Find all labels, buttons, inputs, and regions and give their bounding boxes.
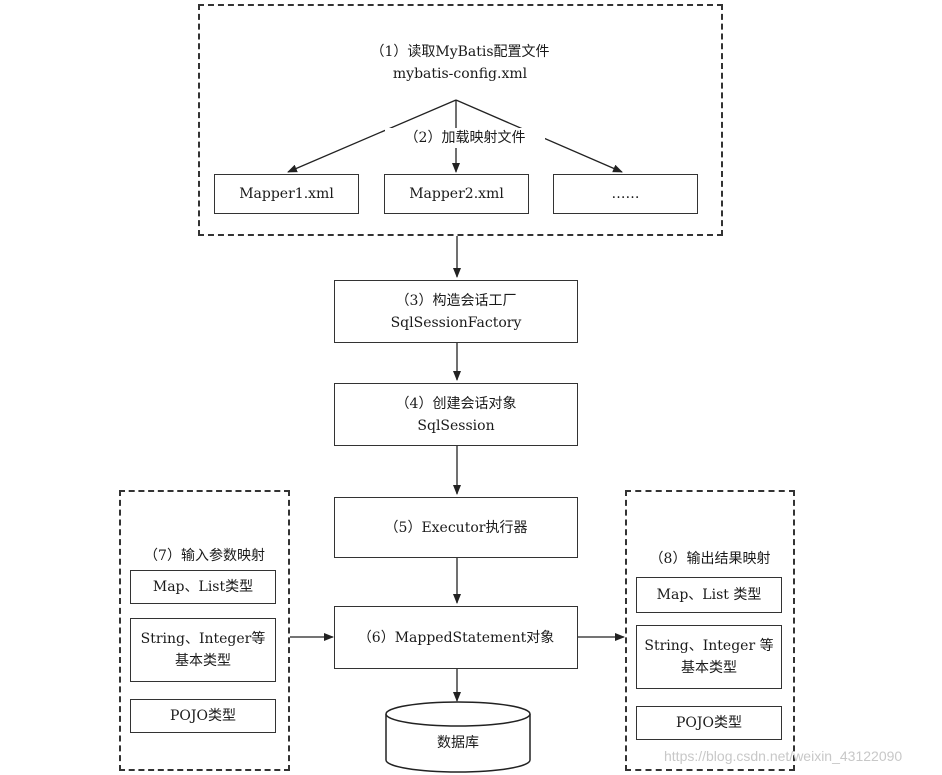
output-basic-types-label: 基本类型	[681, 660, 737, 676]
mapper-more-label: ……	[611, 186, 640, 202]
config-file: mybatis-config.xml	[392, 66, 528, 82]
input-map-list-box: Map、List类型	[130, 570, 276, 604]
input-string-integer-label: String、Integer等	[140, 631, 266, 647]
database-label: 数据库	[437, 735, 479, 751]
mapped-statement-box: （6）MappedStatement对象	[334, 606, 578, 669]
arrow-to-mapper1	[287, 99, 457, 173]
output-pojo-box: POJO类型	[636, 706, 782, 740]
output-string-integer-box: String、Integer 等 基本类型	[636, 625, 782, 689]
watermark: https://blog.csdn.net/weixin_43122090	[664, 748, 903, 764]
executor-box: （5）Executor执行器	[334, 497, 578, 558]
config-group	[198, 4, 723, 236]
mapper-more-box: ……	[553, 174, 698, 214]
executor-title: （5）Executor执行器	[384, 519, 528, 536]
config-title: （1）读取MyBatis配置文件	[370, 44, 550, 60]
input-mapping-group	[119, 490, 290, 771]
session-title: （4）创建会话对象	[395, 395, 517, 412]
output-map-list-box: Map、List 类型	[636, 577, 782, 613]
output-mapping-title: （8）输出结果映射	[649, 551, 771, 567]
mapped-statement-title: （6）MappedStatement对象	[357, 629, 555, 646]
factory-box: （3）构造会话工厂 SqlSessionFactory	[334, 280, 578, 343]
input-map-list-label: Map、List类型	[152, 579, 254, 595]
mapper2-label: Mapper2.xml	[409, 186, 504, 202]
factory-title: （3）构造会话工厂	[395, 292, 517, 309]
input-basic-types-label: 基本类型	[175, 653, 231, 669]
output-map-list-label: Map、List 类型	[656, 587, 762, 603]
session-box: （4）创建会话对象 SqlSession	[334, 383, 578, 446]
output-mapping-group	[625, 490, 795, 771]
input-pojo-box: POJO类型	[130, 699, 276, 733]
input-pojo-label: POJO类型	[170, 708, 236, 724]
mapper1-box: Mapper1.xml	[214, 174, 359, 214]
output-string-integer-label: String、Integer 等	[644, 638, 774, 654]
output-pojo-label: POJO类型	[676, 715, 742, 731]
load-mappers-label: （2）加载映射文件	[385, 128, 545, 148]
mapper1-label: Mapper1.xml	[239, 186, 334, 202]
session-name: SqlSession	[417, 417, 495, 434]
mapper2-box: Mapper2.xml	[384, 174, 529, 214]
factory-name: SqlSessionFactory	[390, 314, 522, 331]
database-cylinder	[385, 701, 531, 773]
input-string-integer-box: String、Integer等 基本类型	[130, 618, 276, 682]
input-mapping-title: （7）输入参数映射	[144, 548, 265, 564]
